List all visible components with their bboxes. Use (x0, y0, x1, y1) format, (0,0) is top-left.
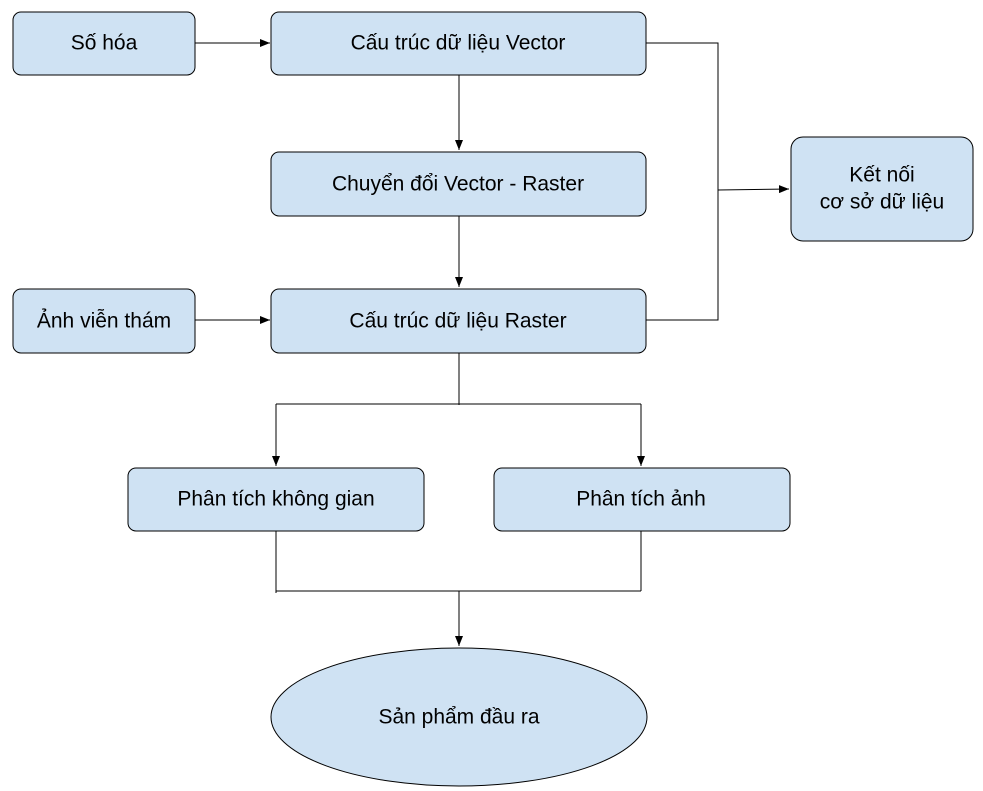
node-remote-sensing-label: Ảnh viễn thám (37, 310, 171, 333)
edges (195, 39, 790, 646)
node-convert: Chuyển đổi Vector - Raster (270, 151, 647, 217)
node-digitize: Số hóa (12, 11, 196, 76)
node-database-label-line1: Kết nối (849, 164, 914, 187)
edge-vector-to-connector (646, 42, 719, 321)
node-remote-sensing: Ảnh viễn thám (12, 288, 196, 354)
node-convert-label: Chuyển đổi Vector - Raster (332, 173, 584, 196)
node-spatial-analysis-label: Phân tích không gian (177, 488, 374, 511)
node-raster: Cấu trúc dữ liệu Raster (270, 288, 647, 354)
node-output: Sản phẩm đầu ra (270, 647, 648, 787)
node-digitize-label: Số hóa (71, 32, 138, 55)
node-raster-label: Cấu trúc dữ liệu Raster (349, 310, 566, 333)
node-output-label: Sản phẩm đầu ra (378, 706, 539, 729)
node-image-analysis-label: Phân tích ảnh (576, 488, 706, 511)
node-image-analysis: Phân tích ảnh (493, 467, 791, 532)
node-database-label-line2: cơ sở dữ liệu (820, 191, 944, 214)
edge-connector-to-database (717, 185, 790, 194)
node-vector: Cấu trúc dữ liệu Vector (270, 11, 647, 76)
node-vector-label: Cấu trúc dữ liệu Vector (351, 32, 566, 55)
node-database: Kết nối cơ sở dữ liệu (790, 136, 974, 242)
node-spatial-analysis: Phân tích không gian (127, 467, 425, 532)
